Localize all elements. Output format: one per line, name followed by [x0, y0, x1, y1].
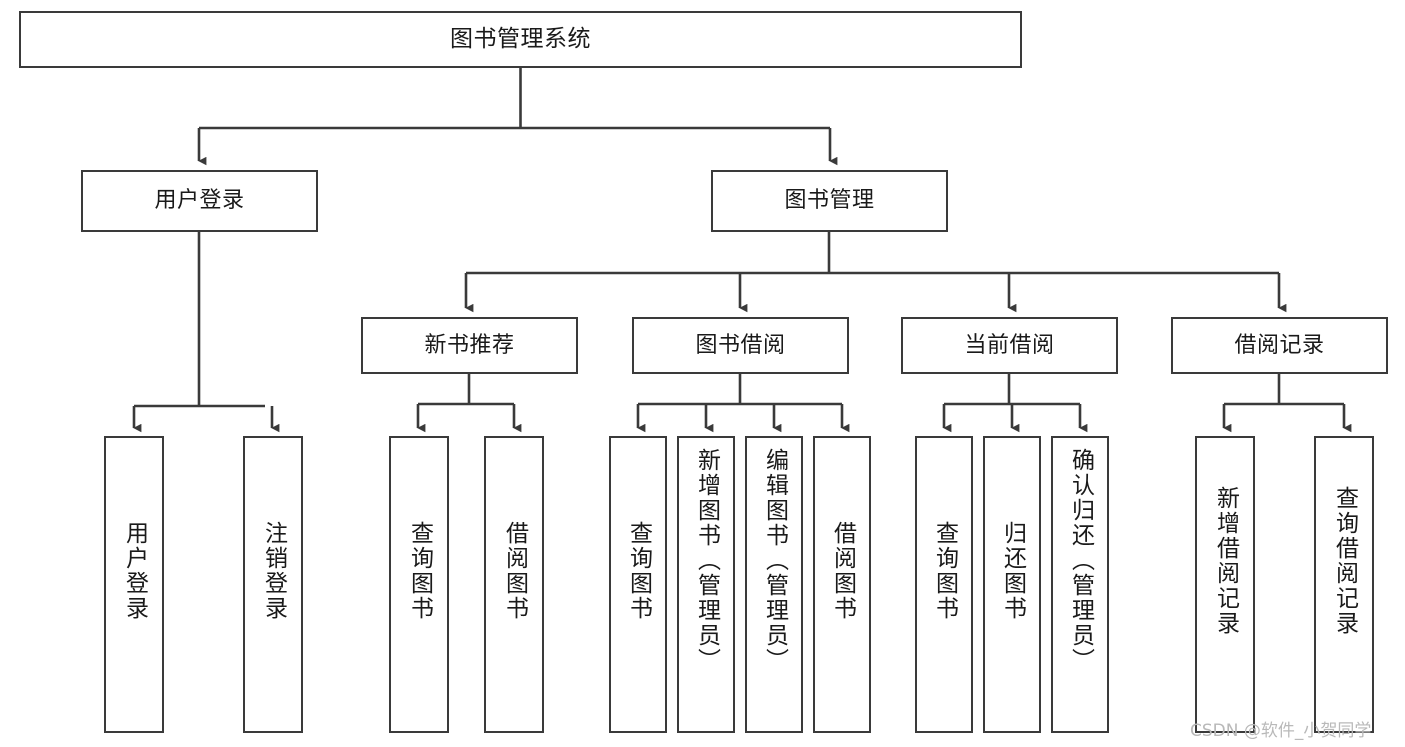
- node-label: 新书推荐: [424, 332, 515, 358]
- node-user-login[interactable]: 用户登录: [81, 170, 318, 232]
- node-label: 借阅图书: [501, 521, 528, 621]
- node-current-borrow[interactable]: 当前借阅: [901, 317, 1118, 374]
- node-label: 用户登录: [121, 521, 148, 621]
- node-label: 查询图书: [406, 521, 433, 621]
- leaf-return-book[interactable]: 归还图书: [983, 436, 1041, 733]
- node-label: 新增借阅记录: [1212, 486, 1239, 636]
- leaf-add-borrow-record[interactable]: 新增借阅记录: [1195, 436, 1255, 733]
- leaf-logout-login[interactable]: 注销登录: [243, 436, 303, 733]
- leaf-borrow-book-recommend[interactable]: 借阅图书: [484, 436, 544, 733]
- node-label: 借阅记录: [1234, 332, 1325, 358]
- node-label: 归还图书: [999, 521, 1026, 621]
- node-label: 确认归还（管理员）: [1067, 448, 1094, 673]
- node-new-book-recommend[interactable]: 新书推荐: [361, 317, 578, 374]
- node-label: 查询借阅记录: [1331, 486, 1358, 636]
- leaf-add-book-admin[interactable]: 新增图书（管理员）: [677, 436, 735, 733]
- leaf-confirm-return-admin[interactable]: 确认归还（管理员）: [1051, 436, 1109, 733]
- node-root-system[interactable]: 图书管理系统: [19, 11, 1022, 68]
- csdn-watermark: CSDN @软件_小贺同学: [1190, 721, 1372, 741]
- node-label: 当前借阅: [964, 332, 1055, 358]
- node-label: 新增图书（管理员）: [693, 448, 720, 673]
- leaf-user-login[interactable]: 用户登录: [104, 436, 164, 733]
- node-label: 图书管理系统: [450, 26, 591, 53]
- node-label: 注销登录: [260, 521, 287, 621]
- node-label: 查询图书: [931, 521, 958, 621]
- node-label: 用户登录: [154, 188, 245, 214]
- leaf-query-book-borrow[interactable]: 查询图书: [609, 436, 667, 733]
- node-label: 编辑图书（管理员）: [761, 448, 788, 673]
- leaf-query-borrow-record[interactable]: 查询借阅记录: [1314, 436, 1374, 733]
- node-label: 借阅图书: [829, 521, 856, 621]
- leaf-query-book-recommend[interactable]: 查询图书: [389, 436, 449, 733]
- node-label: 图书借阅: [695, 332, 786, 358]
- leaf-borrow-book-borrow[interactable]: 借阅图书: [813, 436, 871, 733]
- leaf-edit-book-admin[interactable]: 编辑图书（管理员）: [745, 436, 803, 733]
- node-book-management[interactable]: 图书管理: [711, 170, 948, 232]
- node-label: 查询图书: [625, 521, 652, 621]
- node-book-borrow[interactable]: 图书借阅: [632, 317, 849, 374]
- leaf-query-book-current[interactable]: 查询图书: [915, 436, 973, 733]
- node-label: 图书管理: [784, 188, 875, 214]
- node-borrow-record[interactable]: 借阅记录: [1171, 317, 1388, 374]
